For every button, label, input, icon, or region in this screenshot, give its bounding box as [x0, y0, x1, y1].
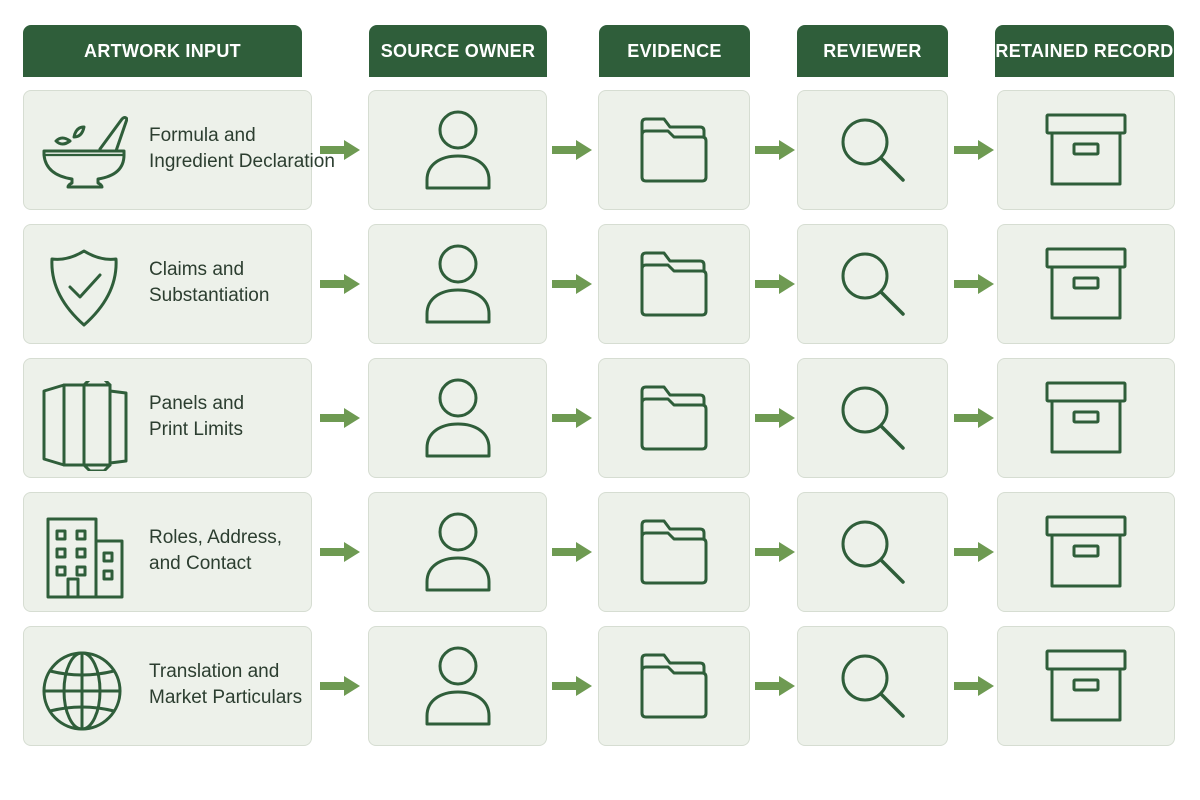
reviewer-card — [797, 224, 948, 344]
flow-arrow-icon — [753, 406, 797, 430]
flow-arrow-icon — [318, 406, 362, 430]
magnifier-icon — [837, 650, 909, 722]
flow-arrow-icon — [318, 272, 362, 296]
archive-box-icon — [1044, 380, 1128, 456]
archive-box-icon — [1044, 246, 1128, 322]
header-evidence: EVIDENCE — [599, 25, 750, 77]
record-card — [997, 358, 1175, 478]
shield-check-icon — [40, 247, 128, 327]
folder-icon — [638, 115, 710, 185]
flow-arrow-icon — [952, 272, 996, 296]
record-card — [997, 90, 1175, 210]
evidence-card — [598, 492, 750, 612]
label-line-1: Claims and — [149, 259, 245, 280]
flow-arrow-icon — [753, 674, 797, 698]
folder-icon — [638, 249, 710, 319]
archive-box-icon — [1044, 514, 1128, 590]
reviewer-card — [797, 358, 948, 478]
flow-arrow-icon — [318, 138, 362, 162]
reviewer-card — [797, 626, 948, 746]
evidence-card — [598, 90, 750, 210]
magnifier-icon — [837, 516, 909, 588]
header-retained-record: RETAINED RECORD — [995, 25, 1174, 77]
person-icon — [423, 510, 493, 594]
record-card — [997, 626, 1175, 746]
flow-arrow-icon — [550, 540, 594, 564]
evidence-card — [598, 224, 750, 344]
flow-arrow-icon — [952, 540, 996, 564]
flow-arrow-icon — [318, 674, 362, 698]
person-icon — [423, 376, 493, 460]
magnifier-icon — [837, 114, 909, 186]
person-icon — [423, 242, 493, 326]
label-line-2: and Contact — [149, 553, 252, 574]
flow-arrow-icon — [753, 272, 797, 296]
archive-box-icon — [1044, 112, 1128, 188]
record-card — [997, 492, 1175, 612]
reviewer-card — [797, 90, 948, 210]
evidence-card — [598, 626, 750, 746]
owner-card — [368, 626, 547, 746]
label-line-1: Formula and — [149, 125, 256, 146]
owner-card — [368, 224, 547, 344]
evidence-card — [598, 358, 750, 478]
owner-card — [368, 358, 547, 478]
header-reviewer: REVIEWER — [797, 25, 948, 77]
label-line-1: Roles, Address, — [149, 527, 283, 548]
folder-icon — [638, 383, 710, 453]
label-line-2: Substantiation — [149, 285, 270, 306]
mortar-pestle-icon — [40, 113, 129, 189]
label-line-2: Print Limits — [149, 419, 243, 440]
folder-icon — [638, 517, 710, 587]
artwork-input-card: Roles, Address, and Contact — [23, 492, 312, 612]
building-icon — [40, 515, 128, 599]
reviewer-card — [797, 492, 948, 612]
carton-dieline-icon — [40, 377, 128, 473]
flow-arrow-icon — [550, 138, 594, 162]
flow-arrow-icon — [753, 138, 797, 162]
flow-arrow-icon — [952, 674, 996, 698]
label-line-1: Panels and — [149, 393, 245, 414]
magnifier-icon — [837, 248, 909, 320]
globe-icon — [40, 649, 128, 731]
owner-card — [368, 90, 547, 210]
flow-arrow-icon — [550, 674, 594, 698]
person-icon — [423, 644, 493, 728]
artwork-input-label: Roles, Address, and Contact — [149, 525, 319, 577]
flow-arrow-icon — [952, 406, 996, 430]
header-artwork-input: ARTWORK INPUT — [23, 25, 302, 77]
record-card — [997, 224, 1175, 344]
flow-arrow-icon — [318, 540, 362, 564]
label-line-2: Ingredient Declaration — [149, 151, 335, 172]
archive-box-icon — [1044, 648, 1128, 724]
label-line-1: Translation and — [149, 661, 280, 682]
flow-arrow-icon — [753, 540, 797, 564]
header-source-owner: SOURCE OWNER — [369, 25, 547, 77]
flow-arrow-icon — [550, 406, 594, 430]
magnifier-icon — [837, 382, 909, 454]
label-line-2: Market Particulars — [149, 687, 303, 708]
flow-arrow-icon — [952, 138, 996, 162]
folder-icon — [638, 651, 710, 721]
owner-card — [368, 492, 547, 612]
flow-arrow-icon — [550, 272, 594, 296]
person-icon — [423, 108, 493, 192]
